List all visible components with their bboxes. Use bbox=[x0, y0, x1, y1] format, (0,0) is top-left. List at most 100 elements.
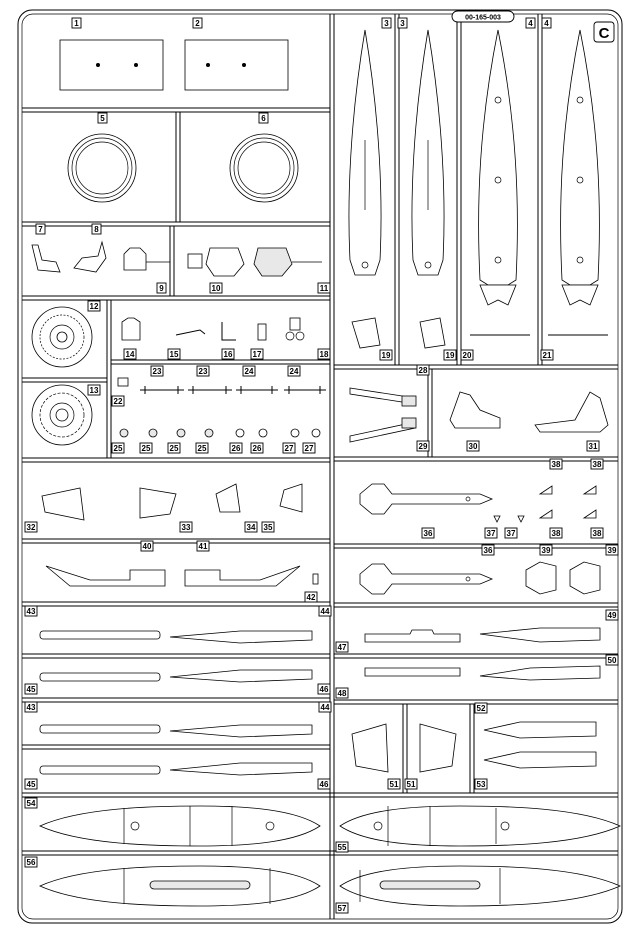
part-label: 39 bbox=[605, 544, 619, 556]
part-number: 37 bbox=[507, 529, 516, 538]
part-label: 26 bbox=[250, 442, 264, 454]
part-label: 29 bbox=[416, 440, 430, 452]
part-label: 26 bbox=[229, 442, 243, 454]
part-label: 38 bbox=[590, 527, 604, 539]
sprue-frame-inner bbox=[21, 13, 619, 920]
part-number: 54 bbox=[27, 799, 36, 808]
part-label-box bbox=[24, 605, 38, 617]
part-label-box bbox=[250, 348, 264, 360]
part-label-box bbox=[605, 654, 619, 666]
part-label: 18 bbox=[317, 348, 331, 360]
part-number: 37 bbox=[487, 529, 496, 538]
part-label: 38 bbox=[590, 458, 604, 470]
part-label: 30 bbox=[466, 440, 480, 452]
part-number: 48 bbox=[338, 689, 347, 698]
part-number: 21 bbox=[543, 351, 552, 360]
part-label: 11 bbox=[317, 282, 331, 294]
part-label-box bbox=[335, 687, 349, 699]
part-label-box bbox=[221, 348, 235, 360]
part-number: 39 bbox=[542, 546, 551, 555]
part-label-box bbox=[111, 395, 125, 407]
part-label-box bbox=[525, 17, 536, 29]
part-number: 9 bbox=[159, 284, 164, 293]
part-tank-3b bbox=[411, 29, 445, 276]
part-label: 19 bbox=[443, 349, 457, 361]
part-small-10 bbox=[187, 247, 322, 277]
part-number: 44 bbox=[321, 703, 330, 712]
part-label: 22 bbox=[111, 395, 125, 407]
part-number: 10 bbox=[212, 284, 221, 293]
part-rails-43-46 bbox=[39, 630, 313, 776]
part-label: 43 bbox=[24, 701, 38, 713]
part-label-box bbox=[318, 605, 332, 617]
part-label-box bbox=[140, 540, 154, 552]
part-label-box bbox=[540, 349, 554, 361]
part-fin-19a bbox=[351, 317, 381, 349]
part-number: 38 bbox=[552, 529, 561, 538]
part-label-box bbox=[229, 442, 243, 454]
part-label-box bbox=[317, 282, 331, 294]
part-label-box bbox=[484, 527, 498, 539]
part-label: 7 bbox=[35, 223, 46, 235]
part-tank-4b bbox=[560, 29, 600, 306]
part-label: 45 bbox=[24, 683, 38, 695]
part-label: 10 bbox=[209, 282, 223, 294]
part-label-box bbox=[123, 348, 137, 360]
part-label: 2 bbox=[192, 17, 203, 29]
part-label-box bbox=[379, 349, 393, 361]
part-label: 43 bbox=[24, 605, 38, 617]
part-number: 45 bbox=[27, 685, 36, 694]
part-number: 35 bbox=[264, 523, 273, 532]
part-number: 14 bbox=[126, 350, 135, 359]
part-label: 14 bbox=[123, 348, 137, 360]
part-label: 21 bbox=[540, 349, 554, 361]
part-number: 40 bbox=[143, 542, 152, 551]
part-small-7-8 bbox=[31, 240, 107, 273]
part-number: 4 bbox=[528, 19, 533, 28]
part-ring-5 bbox=[67, 133, 137, 203]
part-label: 56 bbox=[24, 856, 38, 868]
part-label: 44 bbox=[318, 605, 332, 617]
part-label-box bbox=[287, 365, 301, 377]
part-label: 46 bbox=[317, 778, 331, 790]
part-label: 49 bbox=[605, 609, 619, 621]
sprue-frame bbox=[17, 9, 623, 924]
part-number: 32 bbox=[27, 523, 36, 532]
part-label: 6 bbox=[258, 112, 269, 124]
part-number: 49 bbox=[608, 611, 617, 620]
part-label: 3 bbox=[397, 17, 408, 29]
part-number: 39 bbox=[608, 546, 617, 555]
part-label-box bbox=[404, 778, 418, 790]
part-label: 48 bbox=[335, 687, 349, 699]
part-label-box bbox=[590, 527, 604, 539]
part-label: 34 bbox=[244, 521, 258, 533]
part-label-box bbox=[335, 641, 349, 653]
part-label-box bbox=[35, 223, 46, 235]
part-label-box bbox=[24, 856, 38, 868]
part-39 bbox=[525, 561, 601, 595]
part-label-box bbox=[474, 702, 488, 714]
part-number: 47 bbox=[338, 643, 347, 652]
part-number: 4 bbox=[544, 19, 549, 28]
part-label-box bbox=[605, 609, 619, 621]
part-pylons-40-41 bbox=[45, 565, 319, 587]
part-label-box bbox=[156, 282, 167, 294]
part-number: 44 bbox=[321, 607, 330, 616]
sheet-letter-box: C bbox=[593, 21, 615, 43]
part-label-box bbox=[317, 683, 331, 695]
part-number: 27 bbox=[305, 444, 314, 453]
part-label-box bbox=[167, 348, 181, 360]
part-number: 25 bbox=[142, 444, 151, 453]
part-label-box bbox=[87, 384, 101, 396]
part-label-box bbox=[335, 902, 349, 914]
part-label: 20 bbox=[460, 349, 474, 361]
part-label: 37 bbox=[484, 527, 498, 539]
part-plate-1 bbox=[59, 39, 164, 91]
part-label: 8 bbox=[91, 223, 102, 235]
part-number: 25 bbox=[114, 444, 123, 453]
part-label-box bbox=[416, 364, 430, 376]
part-fins-32-35 bbox=[41, 483, 303, 521]
part-label-box bbox=[244, 521, 258, 533]
part-small-9 bbox=[123, 247, 170, 271]
part-fin-19b bbox=[419, 317, 446, 349]
